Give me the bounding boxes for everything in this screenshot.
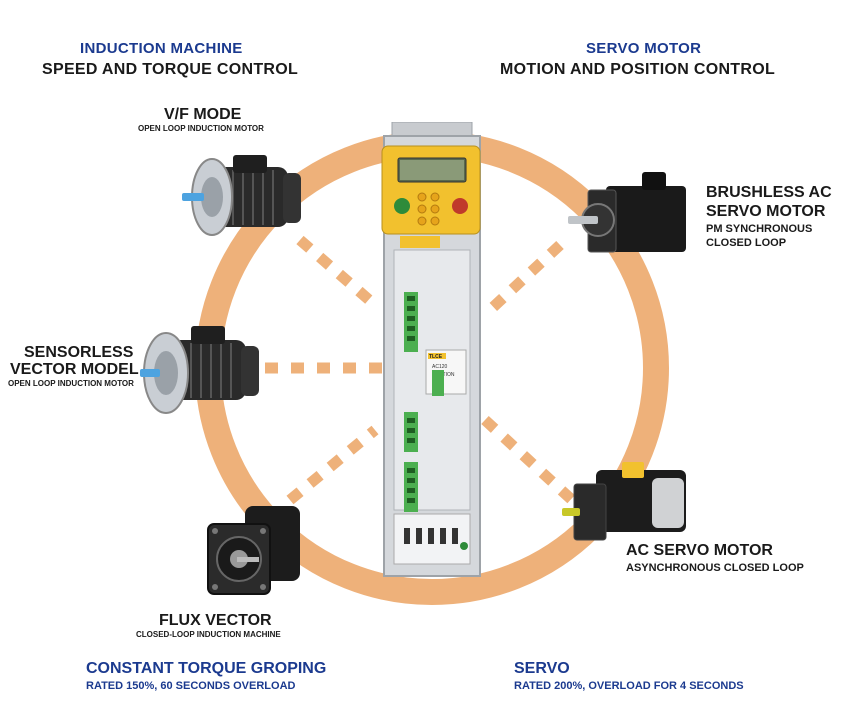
footer-left-subtitle: RATED 150%, 60 SECONDS OVERLOAD (86, 680, 296, 692)
connector-brushless (486, 240, 564, 315)
sensorless-title-line1: SENSORLESS (24, 344, 134, 361)
left-header-subtitle: SPEED AND TORQUE CONTROL (42, 61, 299, 78)
brushless-servo-motor-image (568, 172, 686, 253)
induction-motor-image-2 (140, 326, 259, 414)
connector-flux (286, 425, 379, 505)
flux-vector-subtitle: CLOSED-LOOP INDUCTION MACHINE (136, 630, 281, 639)
vf-mode-title: V/F MODE (164, 106, 242, 123)
footer-right-subtitle: RATED 200%, OVERLOAD FOR 4 SECONDS (514, 680, 744, 692)
left-header-title: INDUCTION MACHINE (80, 40, 243, 57)
ac-servo-title: AC SERVO MOTOR (626, 542, 773, 559)
footer-left-title: CONSTANT TORQUE GROPING (86, 660, 327, 677)
ac-servo-motor-image (562, 462, 686, 541)
sensorless-title-line2: VECTOR MODEL (10, 361, 139, 378)
brushless-subtitle-line2: CLOSED LOOP (706, 237, 787, 249)
connector-vf (296, 235, 379, 310)
sensorless-subtitle: OPEN LOOP INDUCTION MOTOR (8, 379, 134, 388)
drive-unit-image: TLCE AC120 CAUTION (381, 122, 481, 577)
right-header-subtitle: MOTION AND POSITION CONTROL (500, 61, 776, 78)
ac-servo-subtitle: ASYNCHRONOUS CLOSED LOOP (626, 562, 804, 574)
connector-acservo (481, 415, 576, 505)
right-header-title: SERVO MOTOR (586, 40, 702, 57)
brushless-subtitle-line1: PM SYNCHRONOUS (706, 223, 813, 235)
vf-mode-subtitle: OPEN LOOP INDUCTION MOTOR (138, 124, 264, 133)
brushless-title-line1: BRUSHLESS AC (706, 184, 832, 201)
flux-vector-title: FLUX VECTOR (159, 612, 272, 629)
brushless-title-line2: SERVO MOTOR (706, 203, 826, 220)
induction-motor-image (182, 155, 301, 236)
drive-model-text: AC120 (432, 364, 448, 370)
servo-motor-square-image (207, 506, 300, 595)
footer-right-title: SERVO (514, 660, 570, 677)
drive-brand-text: TLCE (429, 354, 443, 360)
